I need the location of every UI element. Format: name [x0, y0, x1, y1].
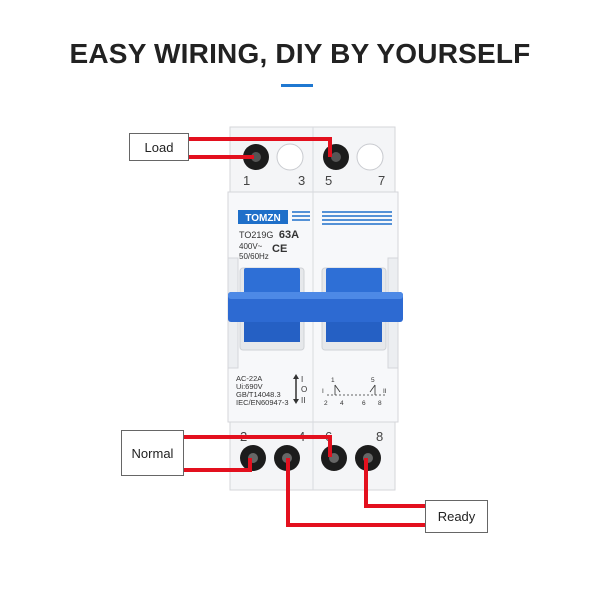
bottom-terminals — [240, 445, 381, 471]
voltage-label: 400V~ — [239, 242, 263, 251]
brand-logo: TOMZN — [245, 213, 280, 224]
svg-text:TO219G 63A: TO219G 63A — [239, 229, 299, 241]
svg-text:2: 2 — [324, 400, 328, 407]
rating-label: 63A — [279, 229, 299, 241]
top-terminal-label: 1 — [243, 173, 250, 188]
switch-handle[interactable] — [228, 268, 403, 342]
ready-callout: Ready — [425, 500, 488, 533]
spec-text: AC-22A — [236, 374, 262, 383]
top-terminal-label: 3 — [298, 173, 305, 188]
svg-text:6: 6 — [362, 400, 366, 407]
ready-wire — [286, 458, 427, 527]
terminal-hole-7 — [356, 143, 384, 171]
spec-text: Ui:690V — [236, 382, 263, 391]
svg-text:8: 8 — [378, 400, 382, 407]
normal-callout: Normal — [121, 430, 184, 476]
page-title: EASY WIRING, DIY BY YOURSELF — [69, 38, 531, 69]
svg-text:II: II — [301, 396, 305, 405]
model-label: TO219G — [239, 230, 273, 240]
position-indicator: I O II — [293, 374, 307, 405]
svg-text:II: II — [383, 388, 387, 395]
svg-text:1: 1 — [331, 377, 335, 384]
svg-text:I: I — [322, 388, 324, 395]
spec-text: GB/T14048.3 — [236, 390, 281, 399]
svg-text:O: O — [301, 385, 307, 394]
svg-text:4: 4 — [340, 400, 344, 407]
title-underline — [281, 84, 313, 87]
normal-wire — [182, 458, 252, 472]
frequency-label: 50/60Hz — [239, 252, 269, 261]
wiring-schematic: 1 5 I II 2 4 6 8 — [322, 377, 387, 407]
top-terminal-label: 7 — [378, 173, 385, 188]
top-terminal-label: 5 — [325, 173, 332, 188]
normal-wire — [182, 435, 332, 457]
top-terminals — [243, 143, 384, 171]
ready-wire — [364, 458, 427, 508]
svg-text:I: I — [301, 375, 303, 384]
wiring — [182, 137, 427, 527]
load-callout: Load — [129, 133, 189, 161]
load-wire — [187, 137, 332, 157]
terminal-hole-3 — [276, 143, 304, 171]
ce-mark: CE — [272, 243, 287, 255]
spec-text: IEC/EN60947-3 — [236, 398, 289, 407]
brand-badge — [238, 210, 288, 224]
label-area: TOMZN TO219G 63A 400V~ CE 50/60Hz — [238, 210, 392, 261]
bottom-terminal-label: 8 — [376, 429, 383, 444]
svg-text:5: 5 — [371, 377, 375, 384]
